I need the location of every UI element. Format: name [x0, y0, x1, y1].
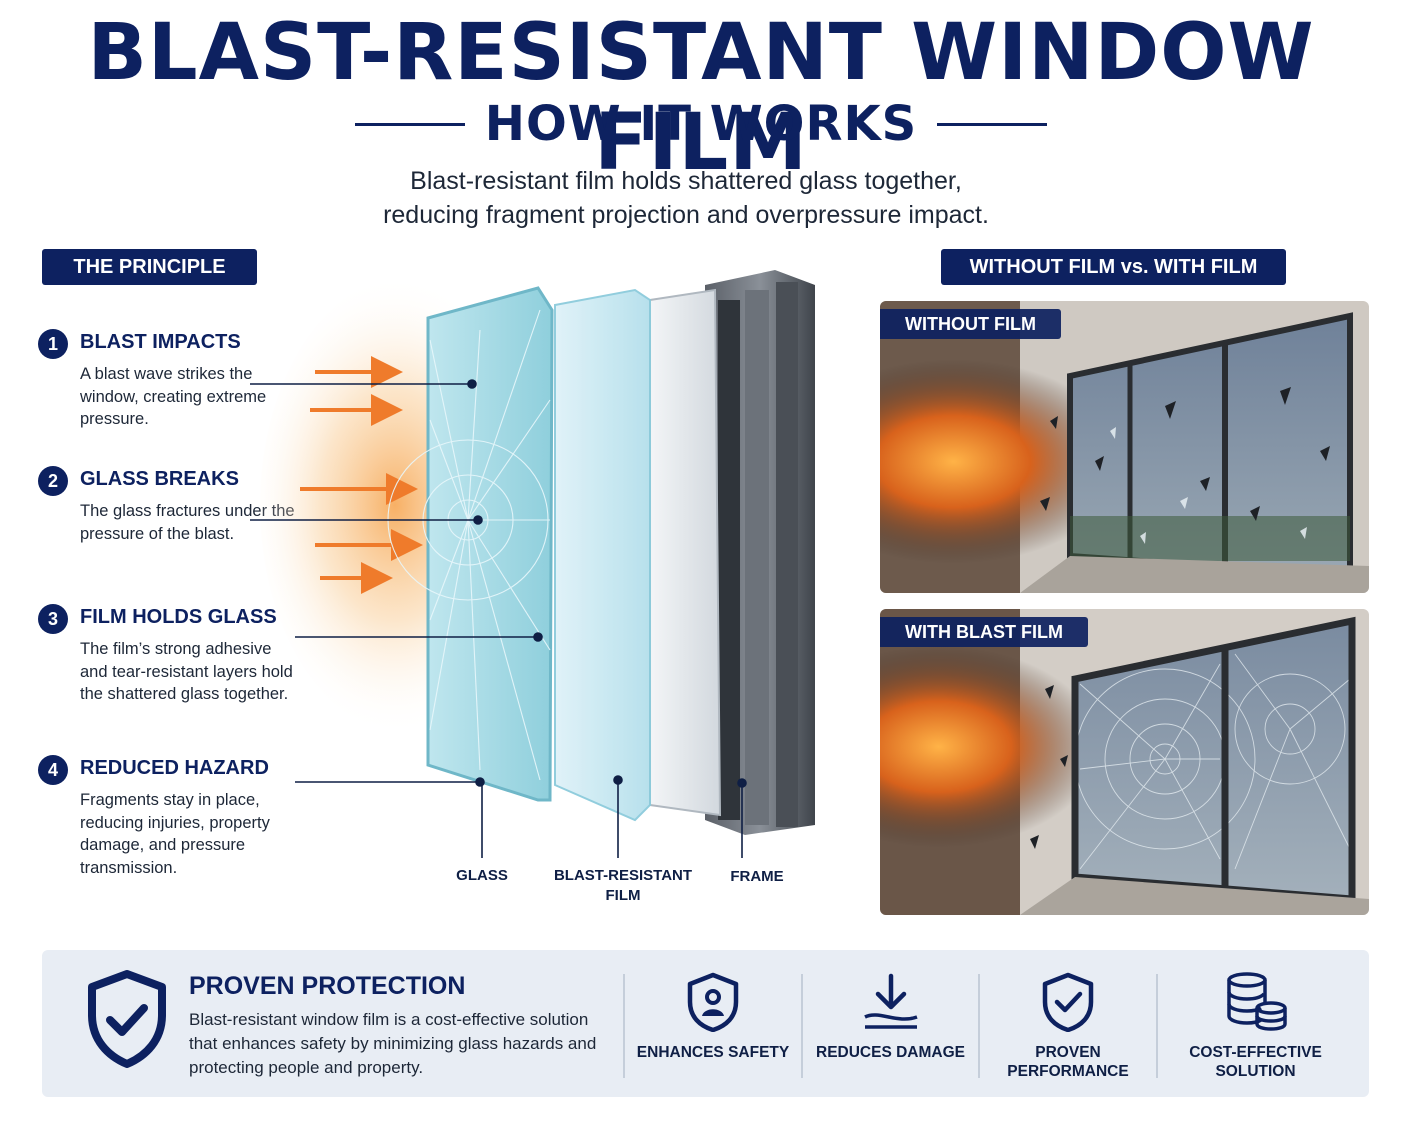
- step-title: FILM HOLDS GLASS: [80, 606, 277, 628]
- feature-label-line-1: REDUCES DAMAGE: [816, 1044, 965, 1061]
- step-number: 3: [38, 604, 68, 634]
- feature-proven-performance: PROVEN PERFORMANCE: [980, 950, 1156, 1097]
- glass-layer: [387, 286, 554, 802]
- lead-line-2: reducing fragment projection and overpre…: [383, 201, 989, 229]
- window-layers-diagram: GLASS BLAST-RESISTANT FILM FRAME: [240, 260, 880, 920]
- with-film-photo: WITH BLAST FILM: [880, 609, 1369, 915]
- feature-label: COST-EFFECTIVE SOLUTION: [1158, 1043, 1353, 1081]
- feature-cost-effective: COST-EFFECTIVE SOLUTION: [1158, 950, 1353, 1097]
- blast-arrows: [300, 356, 423, 594]
- frame-layer: [705, 270, 815, 835]
- step-description: The glass fractures under the pressure o…: [80, 502, 295, 543]
- lead-line-1: Blast-resistant film holds shattered gla…: [410, 167, 962, 195]
- lead-text: Blast-resistant film holds shattered gla…: [0, 164, 1372, 232]
- divider: [978, 974, 980, 1078]
- feature-label-line-1: ENHANCES SAFETY: [636, 1044, 790, 1061]
- subtitle-rule-right: [937, 122, 1048, 126]
- without-film-photo: WITHOUT FILM: [880, 301, 1369, 593]
- step-title: BLAST IMPACTS: [80, 331, 241, 353]
- without-film-label: WITHOUT FILM: [880, 309, 1061, 339]
- film-label-line-2: FILM: [605, 887, 641, 904]
- step-title: REDUCED HAZARD: [80, 757, 269, 779]
- coins-icon: [1226, 972, 1287, 1031]
- frame-label: FRAME: [730, 868, 784, 885]
- glass-label: GLASS: [456, 867, 508, 884]
- feature-label-line-2: SOLUTION: [1215, 1063, 1296, 1080]
- subtitle-row: HOW IT WORKS: [0, 96, 1402, 152]
- shattered-window-image: [880, 301, 1369, 593]
- comparison-tag: WITHOUT FILM vs. WITH FILM: [941, 249, 1286, 285]
- proven-description: Blast-resistant window film is a cost-ef…: [189, 1010, 597, 1077]
- proven-title: PROVEN PROTECTION: [189, 972, 466, 1000]
- feature-enhances-safety: ENHANCES SAFETY: [625, 950, 801, 1097]
- feature-label: ENHANCES SAFETY: [625, 1043, 801, 1062]
- step-number: 4: [38, 755, 68, 785]
- step-number: 1: [38, 329, 68, 359]
- divider: [1156, 974, 1158, 1078]
- proven-protection-panel: PROVEN PROTECTION Blast-resistant window…: [42, 950, 1369, 1097]
- feature-reduces-damage: REDUCES DAMAGE: [803, 950, 978, 1097]
- film-label: BLAST-RESISTANT FILM: [543, 866, 703, 906]
- download-arrow-icon: [863, 973, 918, 1029]
- film-label-line-1: BLAST-RESISTANT: [553, 867, 693, 884]
- subtitle-rule-left: [354, 122, 465, 126]
- shield-check-icon: [1042, 972, 1094, 1032]
- step-description: Fragments stay in place, reducing injuri…: [80, 791, 270, 877]
- intact-window-image: [880, 609, 1369, 915]
- principle-tag: THE PRINCIPLE: [42, 249, 257, 285]
- film-layer: [554, 288, 651, 822]
- feature-label-line-1: PROVEN: [1035, 1044, 1101, 1061]
- feature-label-line-1: COST-EFFECTIVE: [1189, 1044, 1322, 1061]
- inner-pane-layer: [649, 288, 722, 817]
- feature-label: REDUCES DAMAGE: [803, 1043, 978, 1062]
- divider: [623, 974, 625, 1078]
- feature-label: PROVEN PERFORMANCE: [980, 1043, 1156, 1081]
- feature-label-line-2: PERFORMANCE: [1007, 1063, 1129, 1080]
- step-description: A blast wave strikes the window, creatin…: [80, 365, 267, 428]
- divider: [801, 974, 803, 1078]
- shield-person-icon: [687, 972, 739, 1032]
- shield-check-large-icon: [88, 970, 166, 1068]
- layers-illustration: [250, 270, 815, 858]
- step-description: The film’s strong adhesive and tear-resi…: [80, 640, 293, 703]
- with-film-label: WITH BLAST FILM: [880, 617, 1088, 647]
- step-number: 2: [38, 466, 68, 496]
- page-subtitle: HOW IT WORKS: [484, 96, 918, 152]
- leader-lines: [250, 379, 747, 858]
- step-title: GLASS BREAKS: [80, 468, 239, 490]
- page-title: BLAST-RESISTANT WINDOW FILM: [87, 8, 1315, 188]
